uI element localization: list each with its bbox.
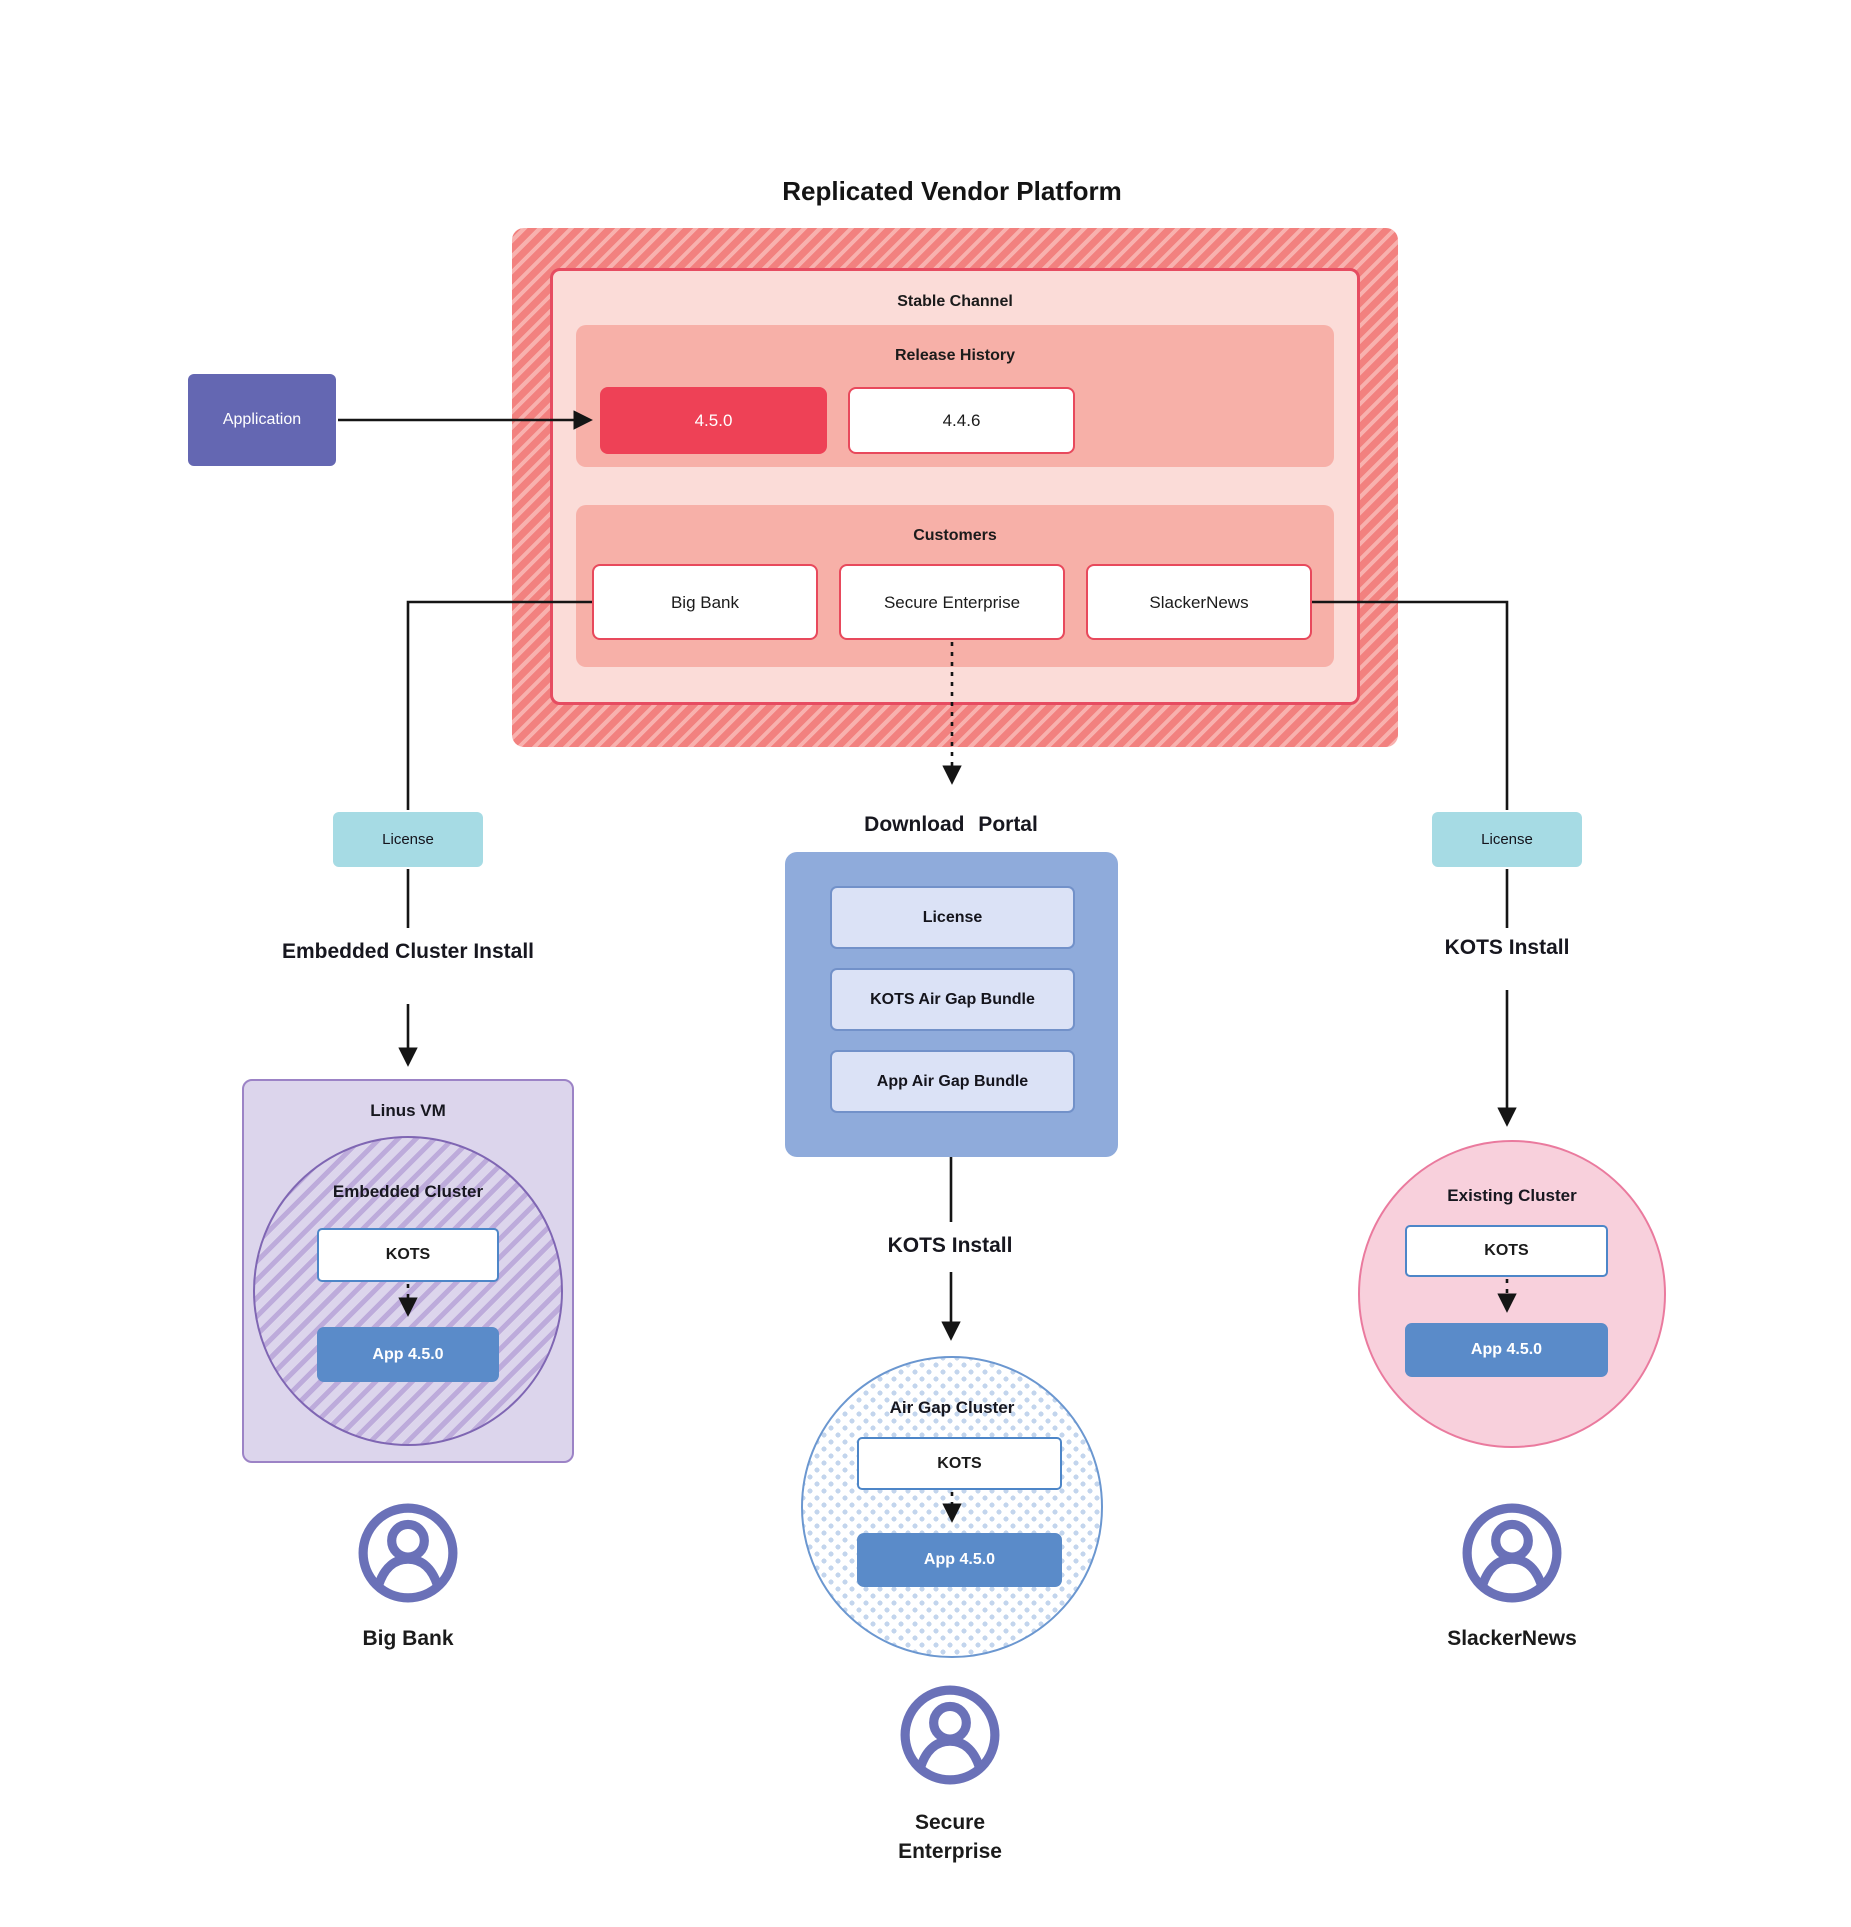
customers-label: Customers <box>913 527 997 544</box>
download-portal-label: Download Portal <box>864 813 1038 836</box>
diagram-title: Replicated Vendor Platform <box>782 176 1122 206</box>
customer-big-bank: Big Bank <box>592 564 818 640</box>
customer-secure-enterprise: Secure Enterprise <box>839 564 1065 640</box>
embedded-cluster-circle: Embedded Cluster <box>253 1136 563 1446</box>
linus-vm-label: Linus VM <box>370 1101 446 1120</box>
left-license-box: License <box>333 812 483 867</box>
embedded-cluster-label: Embedded Cluster <box>332 1182 484 1201</box>
secure-enterprise-person-label: Secure Enterprise <box>898 1811 1002 1863</box>
center-install-method-label: KOTS Install <box>887 1234 1013 1257</box>
release-history-label: Release History <box>894 347 1016 364</box>
release-4-5-0: 4.5.0 <box>600 387 827 454</box>
portal-item-license: License <box>830 886 1075 949</box>
air-gap-cluster-label: Air Gap Cluster <box>889 1398 1015 1417</box>
big-bank-person-label: Big Bank <box>362 1627 454 1650</box>
existing-cluster-circle: Existing Cluster <box>1358 1140 1666 1448</box>
release-4-4-6: 4.4.6 <box>848 387 1075 454</box>
secure-enterprise-user-icon <box>900 1685 1000 1785</box>
portal-item-app-airgap-bundle: App Air Gap Bundle <box>830 1050 1075 1113</box>
slackernews-user-icon <box>1462 1503 1562 1603</box>
right-kots-box: KOTS <box>1405 1225 1608 1277</box>
left-app-box: App 4.5.0 <box>317 1327 499 1382</box>
stable-channel-label: Stable Channel <box>897 293 1013 310</box>
existing-cluster-label: Existing Cluster <box>1447 1186 1577 1205</box>
application-box: Application <box>188 374 336 466</box>
center-app-box: App 4.5.0 <box>857 1533 1062 1587</box>
big-bank-user-icon <box>358 1503 458 1603</box>
customer-slackernews: SlackerNews <box>1086 564 1312 640</box>
left-install-method-label: Embedded Cluster Install <box>281 940 535 963</box>
center-kots-box: KOTS <box>857 1437 1062 1490</box>
portal-item-kots-airgap-bundle: KOTS Air Gap Bundle <box>830 968 1075 1031</box>
right-install-method-label: KOTS Install <box>1444 936 1570 959</box>
slackernews-person-label: SlackerNews <box>1447 1627 1577 1650</box>
left-kots-box: KOTS <box>317 1228 499 1282</box>
air-gap-cluster-circle: Air Gap Cluster <box>801 1356 1103 1658</box>
right-license-box: License <box>1432 812 1582 867</box>
right-app-box: App 4.5.0 <box>1405 1323 1608 1377</box>
